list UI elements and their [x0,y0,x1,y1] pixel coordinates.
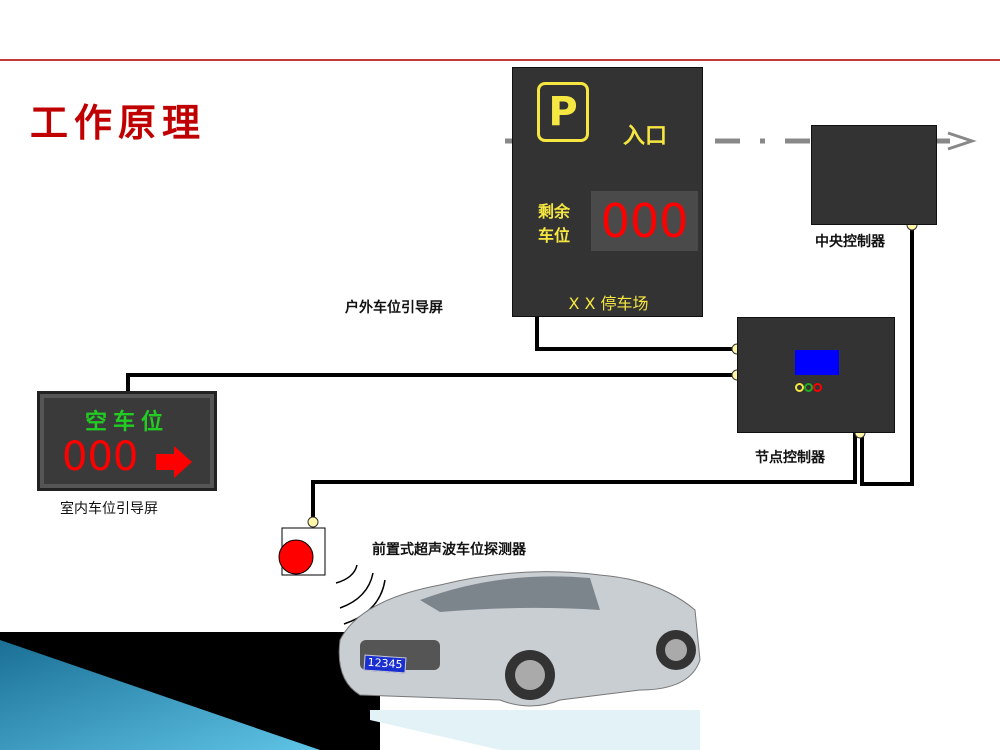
indoor-screen-caption: 室内车位引导屏 [60,501,158,517]
remaining-count: 000 [591,191,698,251]
arrow-right-icon [156,454,174,470]
page-title: 工作原理 [30,100,207,145]
connector-icon [307,516,319,528]
outdoor-screen-caption: 户外车位引导屏 [345,300,443,316]
led-green-icon [804,383,813,392]
lot-name: X X 停车场 [568,294,649,313]
detector-caption: 前置式超声波车位探测器 [372,542,526,558]
detector-sensor-icon [278,539,314,575]
node-controller-caption: 节点控制器 [755,450,825,466]
wire-indoor [126,373,737,391]
parking-icon: P [537,82,589,142]
node-controller [737,317,895,433]
indoor-count: 000 [62,434,139,480]
wire-central [860,225,914,486]
outdoor-guidance-screen: P 入口 剩余 车位 000 X X 停车场 [512,67,703,317]
ultrasonic-waves-icon [335,564,386,625]
central-controller [811,125,937,225]
central-controller-caption: 中央控制器 [815,234,885,250]
arrow-right-icon-head [174,446,192,478]
entrance-label: 入口 [623,124,668,149]
wire-detector [311,433,857,522]
decor-blue [0,640,320,750]
car-illustration [338,571,701,707]
indoor-heading: 空车位 [84,410,169,435]
remaining-label: 剩余 [538,202,571,221]
led-red-icon [813,383,822,392]
wire-outdoor [535,317,737,351]
arrow-head-icon [947,131,977,151]
indoor-guidance-screen: 空车位 000 [37,391,217,491]
led-yellow-icon [795,383,804,392]
node-display [795,350,839,375]
license-plate: 12345 [363,654,407,674]
decor-floor [370,710,700,750]
spaces-label: 车位 [538,226,571,245]
